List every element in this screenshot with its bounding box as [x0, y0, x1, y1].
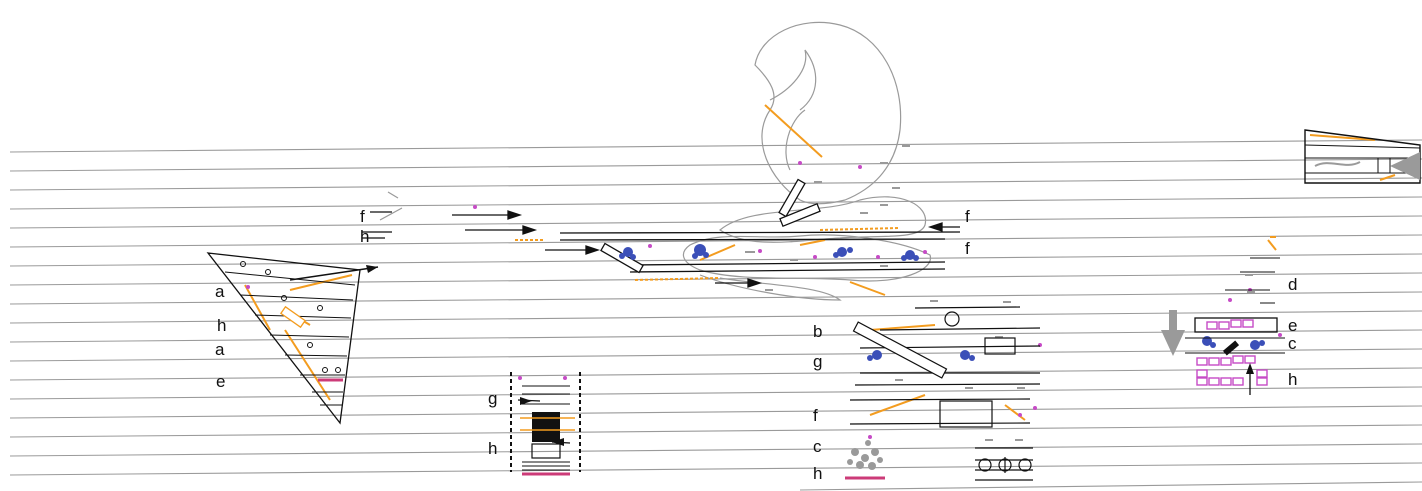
grey-crystal-cluster: [847, 440, 883, 470]
orange-fractures: [244, 104, 1396, 421]
label-right-d: d: [1288, 275, 1297, 294]
label-mid-b: b: [813, 322, 822, 341]
label-tri-a1: a: [215, 282, 225, 301]
shear-band-mid: [852, 321, 948, 379]
label-right-c: c: [1288, 334, 1297, 353]
label-tri-a2: a: [215, 340, 225, 359]
right-block-structure: [1161, 257, 1285, 395]
mid-block-structure: [849, 306, 1041, 481]
label-mid-g: g: [813, 352, 822, 371]
label-mid-f: f: [813, 406, 818, 425]
triangle-structure: [206, 252, 379, 425]
strata-lines: [9, 139, 1422, 491]
label-left-f: f: [360, 207, 365, 226]
label-tri-e: e: [216, 372, 225, 391]
label-center-f2: f: [965, 239, 970, 258]
label-right-h: h: [1288, 370, 1297, 389]
left-fault-marks: [362, 191, 403, 239]
label-box-g: g: [488, 389, 497, 408]
label-center-f1: f: [965, 207, 970, 226]
dashed-column-box: [510, 372, 581, 476]
center-arrows: [452, 210, 961, 288]
label-tri-h: h: [217, 316, 226, 335]
label-left-h: h: [360, 227, 369, 246]
label-mid-c: c: [813, 437, 822, 456]
grey-dash-marks: [745, 145, 1255, 441]
label-mid-h: h: [813, 464, 822, 483]
stratum-labels: f h a h a e g h f f b g f c h d e c h: [215, 207, 1297, 483]
label-right-e: e: [1288, 316, 1297, 335]
blue-grain-clusters: [619, 244, 1265, 361]
shear-blocks: [279, 178, 821, 329]
label-box-h: h: [488, 439, 497, 458]
top-right-wedge: [1304, 129, 1421, 184]
